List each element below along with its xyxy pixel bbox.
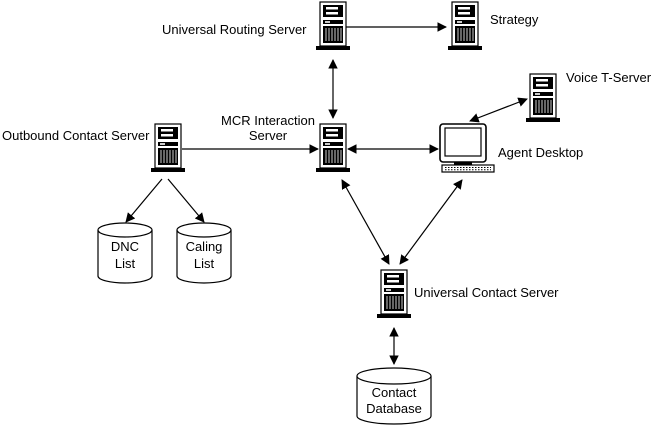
database-cylinder-icon <box>176 222 232 284</box>
node-universal-routing-server: Universal Routing Server <box>162 1 351 51</box>
node-mcr-interaction-server: MCR Interaction Server <box>221 113 351 173</box>
voice-tserver-label: Voice T-Server <box>566 70 652 85</box>
mcr-server-label-line2: Server <box>249 128 288 143</box>
agent-desktop-label: Agent Desktop <box>498 145 583 160</box>
node-voice-tserver: Voice T-Server <box>525 70 652 123</box>
database-cylinder-icon <box>356 367 432 425</box>
calling-list-label-line2: List <box>194 256 215 271</box>
node-outbound-contact-server: Outbound Contact Server <box>2 123 186 173</box>
outbound-server-label: Outbound Contact Server <box>2 128 150 143</box>
routing-server-label: Universal Routing Server <box>162 22 307 37</box>
mcr-server-label-line1: MCR Interaction <box>221 113 315 128</box>
node-dnc-list: DNC List <box>97 222 153 284</box>
server-tower-icon <box>376 269 412 319</box>
edge-outbound-to-calling <box>167 178 205 223</box>
edge-agent-contactserver <box>399 179 463 265</box>
edges <box>125 22 528 365</box>
strategy-label: Strategy <box>490 12 539 27</box>
server-tower-icon <box>150 123 186 173</box>
edge-mcr-contactserver <box>341 179 390 265</box>
calling-list-label-line1: Caling <box>186 239 223 254</box>
database-cylinder-icon <box>97 222 153 284</box>
node-agent-desktop: Agent Desktop <box>439 123 583 173</box>
node-universal-contact-server: Universal Contact Server <box>376 269 559 319</box>
server-tower-icon <box>447 1 483 51</box>
node-calling-list: Caling List <box>176 222 232 284</box>
dnc-list-label-line2: List <box>115 256 136 271</box>
server-tower-icon <box>315 123 351 173</box>
node-contact-database: Contact Database <box>356 367 432 425</box>
dnc-list-label-line1: DNC <box>111 239 139 254</box>
edge-voice-agent <box>469 97 528 123</box>
server-tower-icon <box>525 73 561 123</box>
contact-db-label-line1: Contact <box>372 385 417 400</box>
edge-outbound-to-dnc <box>125 178 163 223</box>
server-tower-icon <box>315 1 351 51</box>
contact-db-label-line2: Database <box>366 401 422 416</box>
workstation-icon <box>439 123 495 173</box>
node-strategy: Strategy <box>447 1 539 51</box>
contact-server-label: Universal Contact Server <box>414 285 559 300</box>
